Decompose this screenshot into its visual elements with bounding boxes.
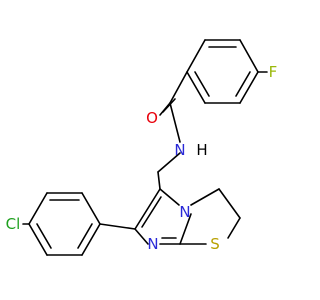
bond — [227, 217, 241, 239]
aromatic-double-bond — [77, 223, 93, 249]
bond — [179, 213, 192, 245]
imidazole-ring — [134, 188, 192, 245]
chlorine-label: Cl — [6, 215, 21, 233]
bond — [134, 188, 161, 230]
molecule-diagram: F O N H N N S Cl — [6, 39, 278, 256]
imine-nitrogen-label: N — [147, 235, 158, 253]
bond-n-ch2 — [157, 152, 181, 173]
chlorophenyl-ring — [28, 192, 101, 256]
carbonyl-double-bond-b — [162, 98, 176, 113]
bond — [186, 71, 206, 104]
bond-aryl-carbonyl — [169, 71, 188, 104]
bond — [239, 39, 259, 73]
fluorine-label: F — [269, 63, 278, 81]
sulfur-label: S — [210, 235, 220, 253]
bond-carbonyl-n — [169, 102, 181, 143]
bond-ring-aryl — [99, 223, 136, 230]
carbonyl-oxygen-label: O — [146, 109, 158, 127]
bond — [239, 71, 259, 104]
bond-ch2-ring — [157, 171, 161, 190]
bond — [81, 192, 101, 225]
amide-nitrogen-label: N — [174, 141, 185, 159]
bond — [28, 192, 48, 225]
bond — [28, 223, 48, 256]
thiazoline-ring — [179, 188, 241, 245]
aromatic-double-bond — [194, 71, 210, 97]
amide-hydrogen-label: H — [196, 141, 207, 159]
ring-nitrogen-label: N — [179, 203, 190, 221]
bond — [134, 228, 149, 245]
fluorophenyl-ring — [186, 39, 259, 104]
bond — [190, 188, 220, 206]
bond — [81, 223, 101, 256]
aromatic-double-bond — [141, 196, 162, 228]
bond — [218, 188, 241, 219]
bond — [159, 188, 180, 206]
aromatic-double-bond — [235, 71, 251, 97]
aromatic-double-bond — [36, 223, 52, 249]
bond — [186, 39, 206, 73]
